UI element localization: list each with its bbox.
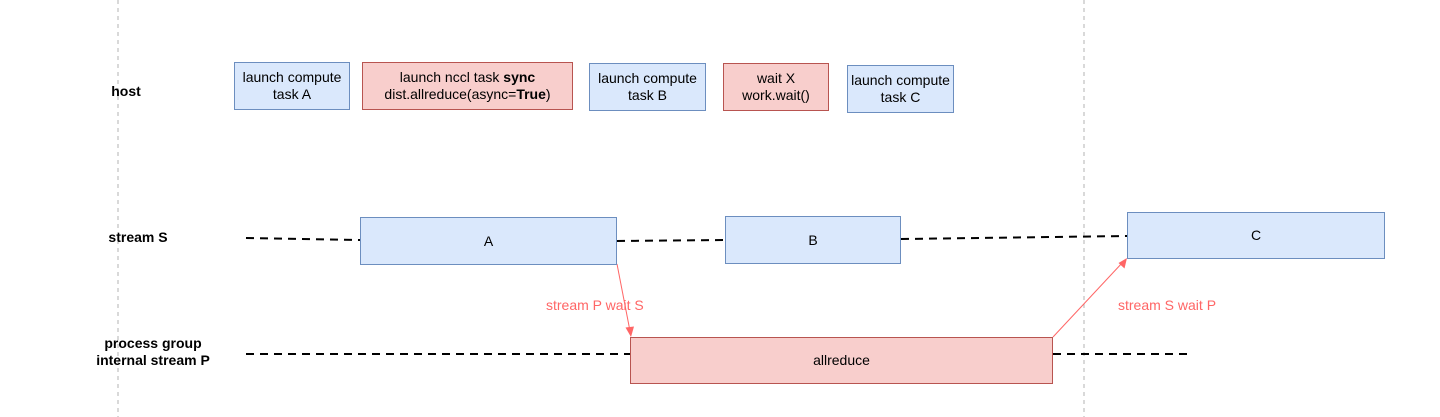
nccl-task-line2: dist.allreduce(async=True) (384, 86, 550, 103)
stream-s-block-c-label: C (1250, 227, 1262, 243)
nccl-task-line2-prefix: dist.allreduce(async= (384, 86, 517, 102)
host-task-a: launch compute task A (234, 62, 350, 110)
stream-s-timeline-bc (900, 235, 1128, 240)
lane-label-host: host (96, 83, 156, 100)
stream-s-block-b: B (725, 216, 901, 264)
lane-process-group-line2: internal stream P (96, 352, 210, 368)
host-task-b-line2: task B (628, 87, 667, 103)
host-task-c: launch compute task C (847, 65, 954, 113)
nccl-task-line1-bold: sync (503, 69, 536, 85)
lane-label-process-group: process group internal stream P (78, 335, 228, 369)
allreduce-label: allreduce (813, 352, 870, 368)
stream-s-block-c: C (1127, 212, 1385, 259)
lane-host-text: host (111, 83, 141, 99)
host-task-a-line2: task A (272, 86, 312, 102)
host-task-b: launch compute task B (589, 63, 706, 111)
stream-s-block-a: A (360, 217, 617, 265)
host-wait-x-line2: work.wait() (742, 87, 810, 103)
lane-stream-s-text: stream S (108, 229, 168, 245)
stream-s-timeline (245, 237, 361, 241)
arrowhead-p-wait-s (625, 326, 634, 337)
host-task-c-line1: launch compute (851, 72, 950, 88)
host-task-c-line2: task C (880, 89, 921, 105)
stream-s-block-a-label: A (483, 232, 494, 249)
arrowhead-s-wait-p (1118, 258, 1127, 269)
lane-process-group-line1: process group (104, 335, 202, 351)
stream-s-block-b-label: B (808, 231, 818, 248)
edge-label-p-wait-s: stream P wait S (546, 297, 644, 313)
edge-label-s-wait-p: stream S wait P (1118, 297, 1217, 313)
host-task-b-line1: launch compute (598, 70, 697, 86)
host-task-a-line1: launch compute (242, 69, 342, 85)
arrow-s-wait-p (1052, 261, 1124, 338)
host-nccl-task: launch nccl task sync dist.allreduce(asy… (362, 62, 573, 110)
nccl-task-line2-bold: True (516, 86, 546, 102)
nccl-task-line2-suffix: ) (545, 86, 551, 102)
host-wait-x-line1: wait X (756, 70, 796, 86)
arrow-p-wait-s (616, 263, 631, 332)
nccl-task-line1-prefix: launch nccl task (399, 69, 504, 85)
stream-p-block-allreduce: allreduce (630, 337, 1053, 384)
nccl-task-line1: launch nccl task sync (400, 69, 535, 86)
host-wait-x: wait X work.wait() (723, 63, 829, 111)
stream-s-timeline-ab (616, 239, 726, 242)
lane-label-stream-s: stream S (88, 229, 188, 246)
